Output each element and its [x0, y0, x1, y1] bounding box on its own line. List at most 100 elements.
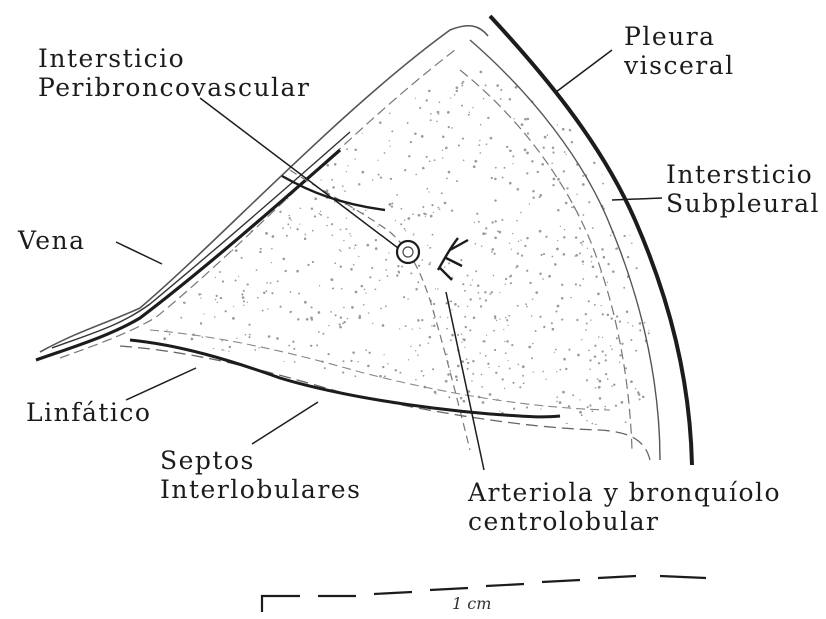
- stipple-dot: [369, 276, 371, 278]
- stipple-dot: [466, 420, 468, 422]
- stipple-dot: [415, 174, 417, 176]
- stipple-dot: [317, 424, 319, 426]
- stipple-dot: [165, 192, 168, 195]
- stipple-dot: [446, 328, 448, 330]
- stipple-dot: [189, 416, 191, 418]
- stipple-dot: [447, 111, 450, 114]
- stipple-dot: [606, 126, 608, 128]
- stipple-dot: [464, 316, 466, 318]
- stipple-dot: [589, 113, 591, 115]
- stipple-dot: [569, 67, 571, 69]
- stipple-dot: [631, 242, 633, 244]
- stipple-dot: [412, 213, 414, 215]
- stipple-dot: [290, 147, 291, 148]
- stipple-dot: [389, 204, 391, 206]
- stipple-dot: [490, 137, 493, 140]
- stipple-dot: [568, 405, 570, 407]
- stipple-dot: [454, 94, 456, 96]
- stipple-dot: [378, 174, 380, 176]
- stipple-dot: [425, 99, 427, 101]
- stipple-dot: [616, 337, 618, 339]
- stipple-dot: [603, 437, 606, 440]
- stipple-dot: [505, 278, 507, 280]
- stipple-dot: [243, 304, 244, 305]
- stipple-dot: [377, 160, 378, 161]
- stipple-dot: [616, 315, 618, 317]
- stipple-dot: [594, 68, 595, 69]
- stipple-dot: [657, 136, 658, 137]
- stipple-dot: [256, 269, 258, 271]
- stipple-dot: [149, 245, 151, 247]
- stipple-dot: [478, 144, 480, 146]
- stipple-dot: [579, 399, 580, 400]
- stipple-dot: [325, 387, 327, 389]
- stipple-dot: [355, 244, 357, 246]
- stipple-dot: [155, 158, 157, 160]
- stipple-dot: [410, 272, 412, 274]
- stipple-dot: [299, 223, 300, 224]
- stipple-dot: [399, 372, 401, 374]
- stipple-dot: [446, 178, 448, 180]
- stipple-dot: [570, 75, 572, 77]
- stipple-dot: [352, 100, 354, 102]
- stipple-dot: [639, 322, 642, 325]
- stipple-dot: [272, 292, 274, 294]
- stipple-dot: [542, 371, 544, 373]
- stipple-dot: [181, 411, 183, 413]
- stipple-dot: [300, 208, 302, 210]
- stipple-dot: [484, 291, 486, 293]
- stipple-dot: [586, 420, 587, 421]
- stipple-dot: [517, 305, 519, 307]
- stipple-dot: [491, 177, 493, 179]
- stipple-dot: [342, 371, 344, 373]
- stipple-dot: [533, 197, 535, 199]
- stipple-dot: [143, 142, 145, 144]
- stipple-dot: [630, 380, 633, 383]
- stipple-dot: [263, 424, 266, 427]
- stipple-dot: [510, 282, 512, 284]
- stipple-dot: [451, 309, 452, 310]
- stipple-dot: [440, 316, 442, 318]
- lower-septum-inner-line: [150, 330, 610, 410]
- stipple-dot: [159, 111, 160, 112]
- stipple-dot: [543, 147, 545, 149]
- stipple-dot: [557, 209, 560, 212]
- stipple-dot: [257, 297, 259, 299]
- stipple-dot: [196, 134, 198, 136]
- stipple-dot: [585, 329, 587, 331]
- stipple-dot: [326, 164, 329, 167]
- stipple-dot: [483, 98, 484, 99]
- stipple-dot: [139, 246, 141, 248]
- stipple-dot: [393, 60, 396, 63]
- stipple-dot: [439, 101, 441, 103]
- stipple-dot: [618, 138, 620, 140]
- label-vena: Vena: [18, 226, 86, 255]
- stipple-dot: [612, 434, 614, 436]
- stipple-dot: [511, 431, 514, 434]
- stipple-dot: [304, 301, 307, 304]
- stipple-dot: [351, 70, 353, 72]
- stipple-dot: [159, 212, 162, 215]
- stipple-dot: [390, 178, 392, 180]
- stipple-dot: [568, 122, 569, 123]
- stipple-dot: [349, 233, 350, 234]
- stipple-dot: [563, 96, 564, 97]
- stipple-dot: [400, 62, 402, 64]
- stipple-dot: [619, 168, 620, 169]
- stipple-dot: [251, 121, 254, 124]
- stipple-dot: [441, 427, 443, 429]
- stipple-dot: [604, 108, 605, 109]
- stipple-dot: [545, 379, 546, 380]
- stipple-dot: [649, 92, 651, 94]
- stipple-dot: [252, 403, 254, 405]
- stipple-dot: [642, 396, 645, 399]
- stipple-dot: [501, 219, 503, 221]
- stipple-dot: [153, 148, 155, 150]
- leader-lines: [116, 50, 662, 470]
- stipple-dot: [599, 113, 601, 115]
- stipple-dot: [346, 171, 347, 172]
- stipple-dot: [371, 267, 373, 269]
- stipple-dot: [419, 107, 421, 109]
- stipple-dot: [619, 320, 621, 322]
- stipple-dot: [387, 275, 389, 277]
